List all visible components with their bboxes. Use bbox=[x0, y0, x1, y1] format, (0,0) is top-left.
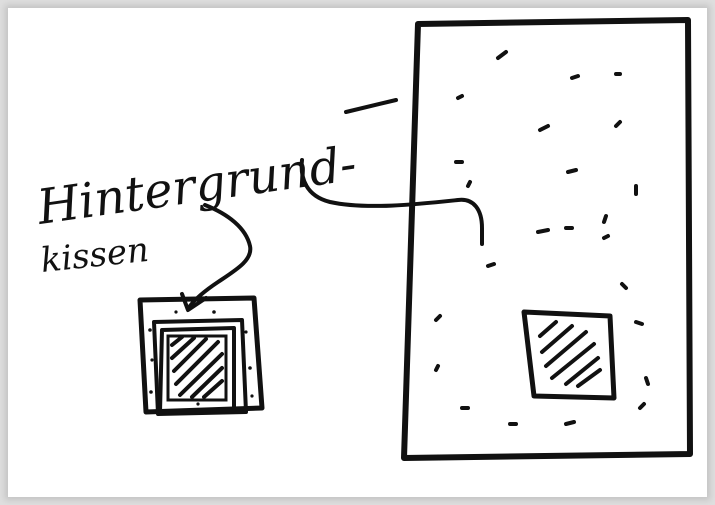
label-connector-dash bbox=[346, 100, 396, 112]
wall-texture-dots bbox=[436, 52, 648, 424]
label-line-2: kissen bbox=[39, 230, 151, 281]
label-line-1: Hintergrund- bbox=[33, 136, 360, 236]
wall-panel bbox=[404, 20, 690, 458]
wall-picture-hatching bbox=[540, 322, 600, 386]
small-framed-picture bbox=[140, 298, 262, 414]
arrow-to-small-picture bbox=[182, 205, 250, 310]
wall-framed-picture bbox=[524, 312, 614, 398]
